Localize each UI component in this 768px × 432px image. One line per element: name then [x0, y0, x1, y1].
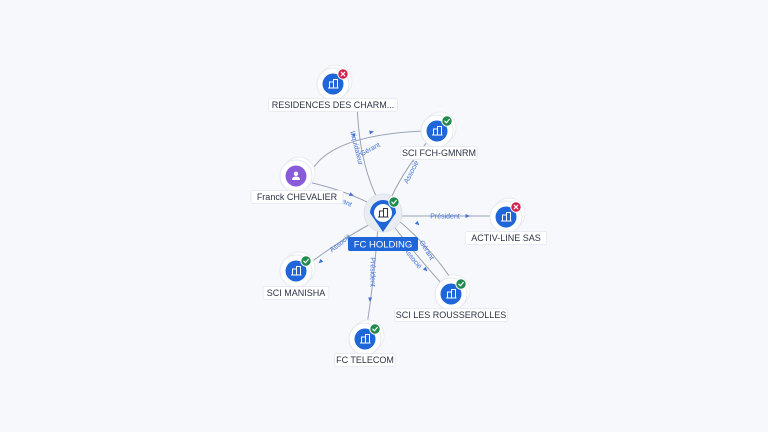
edge-label: Président [430, 214, 460, 221]
svg-text:RESIDENCES DES CHARM...: RESIDENCES DES CHARM... [272, 100, 395, 110]
edge-line [366, 225, 379, 326]
nodes-layer: RESIDENCES DES CHARM... SCI FCH-GMNRM Fran… [250, 64, 548, 367]
edge-arrow-icon [465, 214, 470, 218]
check-icon [369, 323, 381, 335]
building-icon [378, 208, 389, 218]
edge-arrow-icon [422, 266, 428, 272]
edge-arrow-icon [414, 220, 420, 226]
node-telecom[interactable]: FC TELECOM [334, 319, 396, 367]
svg-text:FC TELECOM: FC TELECOM [336, 355, 394, 365]
node-franck[interactable]: Franck CHEVALIER [250, 156, 344, 204]
svg-text:FC HOLDING: FC HOLDING [354, 240, 413, 251]
check-icon [388, 196, 400, 208]
cross-icon [510, 201, 522, 213]
check-icon [441, 115, 453, 127]
edge-arrow-icon [369, 130, 374, 135]
svg-text:SCI LES ROUSSEROLLES: SCI LES ROUSSEROLLES [396, 310, 507, 320]
edge-arrow-icon [318, 258, 324, 264]
node-label: RESIDENCES DES CHARM... [268, 98, 398, 112]
building-icon [291, 266, 302, 276]
node-label: FC TELECOM [334, 353, 396, 367]
edge-center-activ: Président [396, 214, 491, 221]
building-icon [446, 289, 457, 299]
edge-label: Associé [403, 160, 420, 185]
node-activ[interactable]: ACTIV-LINE SAS [464, 197, 548, 245]
node-manisha[interactable]: SCI MANISHA [262, 251, 330, 300]
edge-line [310, 130, 425, 173]
node-label: ACTIV-LINE SAS [464, 231, 548, 245]
building-icon [360, 334, 371, 344]
center-label: FC HOLDING [348, 237, 418, 251]
check-icon [300, 255, 312, 267]
node-label: SCI MANISHA [262, 286, 330, 300]
svg-text:SCI MANISHA: SCI MANISHA [267, 288, 326, 298]
person-icon [292, 171, 300, 180]
edge-line [397, 219, 453, 281]
node-label: SCI LES ROUSSEROLLES [394, 308, 508, 322]
building-icon [501, 212, 512, 222]
svg-text:ACTIV-LINE SAS: ACTIV-LINE SAS [471, 233, 541, 243]
node-fch[interactable]: SCI FCH-GMNRM [400, 111, 478, 160]
building-icon [432, 126, 443, 136]
svg-text:Franck CHEVALIER: Franck CHEVALIER [257, 192, 338, 202]
cross-icon [337, 68, 349, 80]
node-center[interactable]: FC HOLDING [348, 193, 418, 251]
node-label: SCI FCH-GMNRM [400, 146, 478, 160]
edge-label: Président [369, 257, 376, 287]
node-residences[interactable]: RESIDENCES DES CHARM... [268, 64, 398, 112]
edge-arrow-icon [368, 297, 373, 302]
edge-line [391, 223, 443, 285]
node-label: Franck CHEVALIER [250, 190, 344, 204]
edge-center-telecom: Président [366, 225, 379, 326]
svg-text:SCI FCH-GMNRM: SCI FCH-GMNRM [402, 148, 476, 158]
building-icon [328, 79, 339, 89]
edge-arrow-icon [348, 192, 354, 197]
edge-center-rousserolles: Associé [391, 223, 443, 285]
edge-arrow-icon [351, 133, 356, 138]
node-rousserolles[interactable]: SCI LES ROUSSEROLLES [394, 274, 508, 322]
check-icon [455, 278, 467, 290]
edge-label: Gérant [359, 142, 381, 158]
edge-line [356, 99, 379, 201]
